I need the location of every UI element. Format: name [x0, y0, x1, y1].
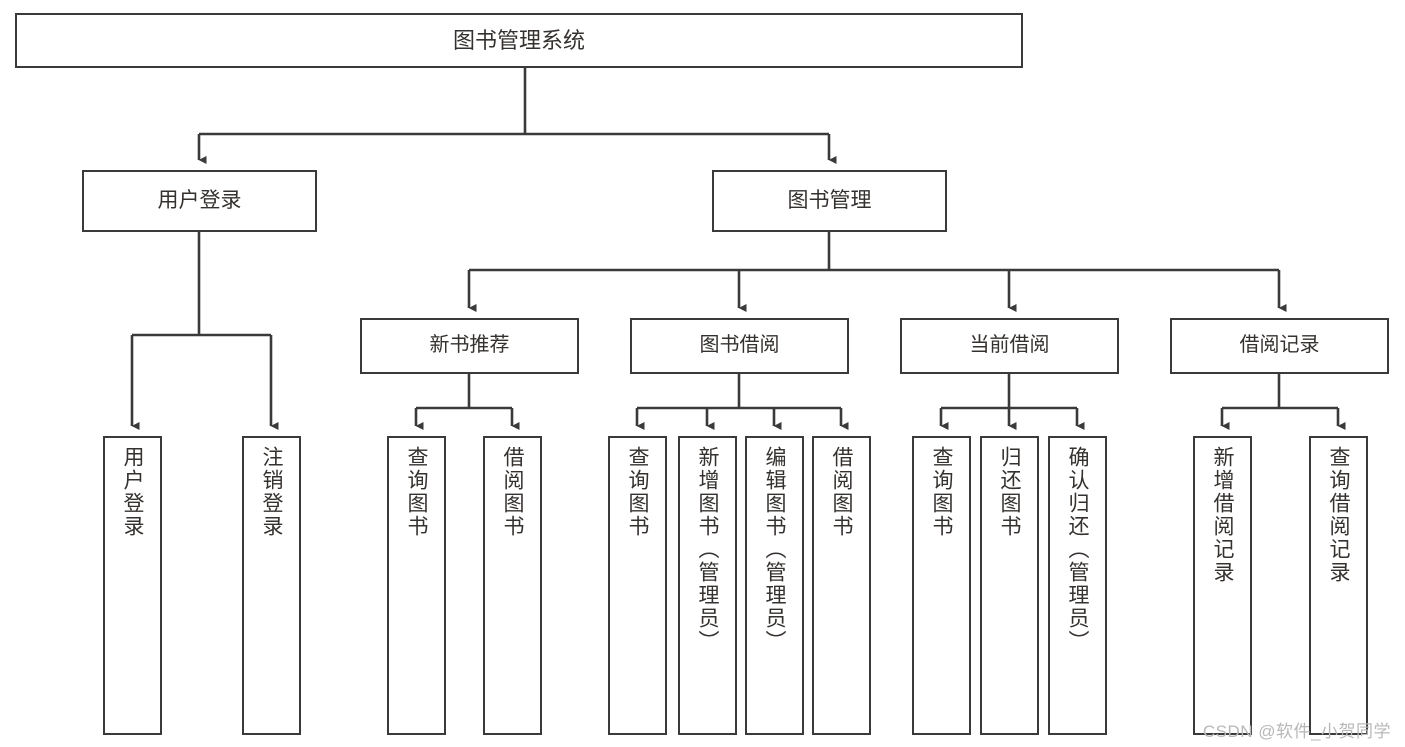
node-label: 借阅记录 [1239, 334, 1320, 357]
leaf-book-borrow-edit-book-admin[interactable]: 编辑图书（管理员） [745, 436, 804, 735]
node-label: 用户登录 [157, 188, 242, 212]
leaf-book-borrow-query-book[interactable]: 查询图书 [608, 436, 667, 735]
leaf-user-login-login[interactable]: 用户登录 [103, 436, 162, 735]
node-label: 当前借阅 [969, 334, 1050, 357]
node-label: 查询图书 [405, 446, 428, 538]
leaf-current-borrow-query-book[interactable]: 查询图书 [912, 436, 971, 735]
node-label: 图书管理系统 [452, 27, 585, 53]
node-new-book-recommend[interactable]: 新书推荐 [360, 318, 579, 374]
node-label: 查询图书 [930, 446, 953, 538]
node-label: 用户登录 [121, 446, 144, 538]
node-root-book-management-system[interactable]: 图书管理系统 [15, 13, 1023, 68]
watermark-text: CSDN @软件_小贺同学 [1202, 722, 1391, 741]
node-label: 查询图书 [626, 446, 649, 538]
leaf-book-borrow-borrow-book[interactable]: 借阅图书 [812, 436, 871, 735]
node-label: 编辑图书（管理员） [763, 446, 786, 653]
node-label: 图书管理 [787, 188, 872, 212]
node-label: 新增图书（管理员） [696, 446, 719, 653]
node-label: 归还图书 [998, 446, 1021, 538]
node-book-management[interactable]: 图书管理 [712, 170, 947, 232]
node-label: 确认归还（管理员） [1066, 446, 1089, 653]
leaf-book-borrow-add-book-admin[interactable]: 新增图书（管理员） [678, 436, 737, 735]
node-user-login[interactable]: 用户登录 [82, 170, 317, 232]
leaf-borrow-record-add-record[interactable]: 新增借阅记录 [1193, 436, 1252, 735]
leaf-new-book-query-book[interactable]: 查询图书 [387, 436, 446, 735]
node-label: 注销登录 [260, 446, 283, 538]
node-book-borrow[interactable]: 图书借阅 [630, 318, 849, 374]
node-label: 借阅图书 [501, 446, 524, 538]
leaf-new-book-borrow-book[interactable]: 借阅图书 [483, 436, 542, 735]
leaf-borrow-record-query-record[interactable]: 查询借阅记录 [1309, 436, 1368, 735]
leaf-user-login-logout[interactable]: 注销登录 [242, 436, 301, 735]
node-label: 新书推荐 [429, 334, 510, 357]
node-label: 新增借阅记录 [1211, 446, 1234, 584]
node-borrow-record[interactable]: 借阅记录 [1170, 318, 1389, 374]
node-label: 借阅图书 [830, 446, 853, 538]
node-label: 图书借阅 [699, 334, 780, 357]
node-label: 查询借阅记录 [1327, 446, 1350, 584]
node-current-borrow[interactable]: 当前借阅 [900, 318, 1119, 374]
leaf-current-borrow-return-book[interactable]: 归还图书 [980, 436, 1039, 735]
leaf-current-borrow-confirm-return-admin[interactable]: 确认归还（管理员） [1048, 436, 1107, 735]
